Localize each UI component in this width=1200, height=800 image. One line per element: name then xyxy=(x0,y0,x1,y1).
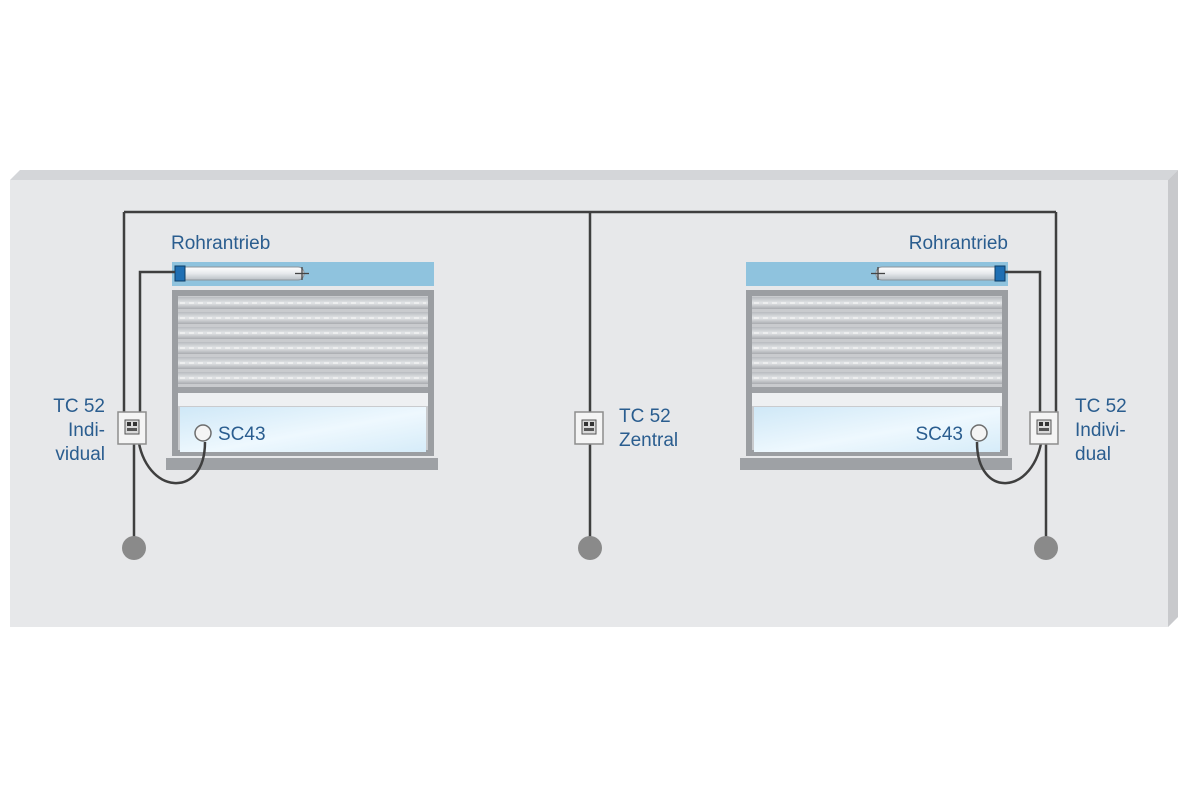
right-sensor-label: SC43 xyxy=(915,424,963,445)
left-local-wires xyxy=(132,270,207,548)
left-window: SC43 Rohrantrieb xyxy=(166,233,438,470)
right-local-wires xyxy=(975,270,1048,548)
left-motor-icon xyxy=(295,267,309,280)
left-switch-icon[interactable] xyxy=(117,411,147,445)
svg-text:TC 52: TC 52 xyxy=(53,396,105,417)
right-motor-label: Rohrantrieb xyxy=(909,233,1008,254)
right-window: SC43 Rohrantrieb xyxy=(740,233,1012,470)
svg-text:TC 52: TC 52 xyxy=(619,406,671,427)
svg-text:Indi-: Indi- xyxy=(68,420,105,441)
right-supply-node xyxy=(1034,536,1058,560)
right-window-sill xyxy=(740,458,1012,470)
left-window-glass xyxy=(180,407,426,452)
left-switch-label: TC 52 Indi- vidual xyxy=(53,396,105,465)
right-switch-icon[interactable] xyxy=(1029,411,1059,445)
left-window-sill xyxy=(166,458,438,470)
left-motor-label: Rohrantrieb xyxy=(171,233,270,254)
svg-text:Zentral: Zentral xyxy=(619,430,678,451)
right-shutter-slats xyxy=(752,297,1002,406)
svg-text:Indivi-: Indivi- xyxy=(1075,420,1126,441)
left-sensor-label: SC43 xyxy=(218,424,266,445)
right-sensor-icon xyxy=(970,424,988,442)
right-motor-icon xyxy=(871,267,885,280)
left-supply-node xyxy=(122,536,146,560)
center-switch-icon[interactable] xyxy=(574,411,604,445)
svg-text:TC 52: TC 52 xyxy=(1075,396,1127,417)
svg-text:vidual: vidual xyxy=(55,444,105,465)
right-window-glass xyxy=(754,407,1000,452)
svg-text:dual: dual xyxy=(1075,444,1111,465)
left-sensor-icon xyxy=(194,424,212,442)
center-supply-node xyxy=(578,536,602,560)
right-switch-label: TC 52 Indivi- dual xyxy=(1075,396,1127,465)
left-shutter-slats xyxy=(178,297,428,406)
center-switch-label: TC 52 Zentral xyxy=(619,406,678,451)
bus-wires xyxy=(122,210,1058,413)
